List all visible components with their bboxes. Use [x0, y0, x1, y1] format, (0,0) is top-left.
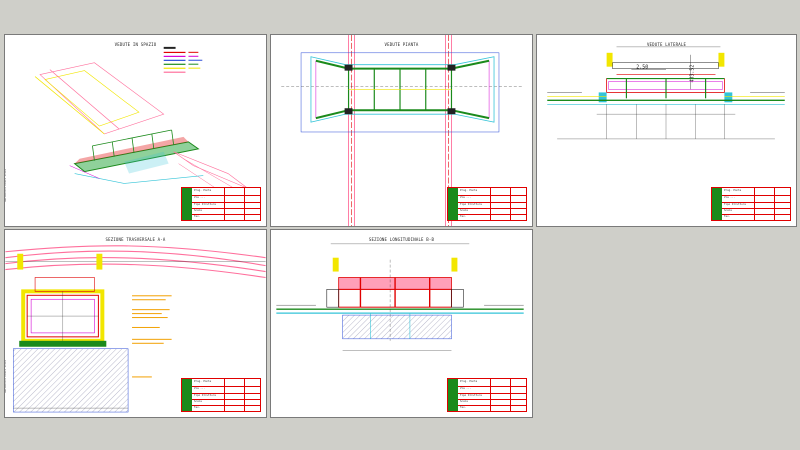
drawing-section-b [276, 243, 524, 351]
title-block: Prog. Ponte Via ... Tipo Struttura Scala… [181, 187, 261, 221]
tb-row3: Tipo Struttura [194, 394, 216, 397]
tb-row1: Prog. Ponte [194, 189, 212, 192]
tb-row2: Via ... [460, 387, 471, 390]
tb-row3: Tipo Struttura [724, 203, 746, 206]
tb-row5: Tav. [460, 215, 467, 218]
side-note: UNIVERSITA DEGLI STUDI [4, 359, 7, 393]
tb-row5: Tav. [194, 406, 201, 409]
tb-row3: Tipo Struttura [194, 203, 216, 206]
tb-row1: Prog. Ponte [460, 189, 478, 192]
sheet-title: SEZIONE TRASVERSALE A-A [105, 237, 166, 242]
tb-row4: Scala [724, 209, 732, 212]
tb-row2: Via ... [194, 196, 205, 199]
sheet-title: VEDUTE PIANTA [384, 42, 419, 47]
tb-row4: Scala [460, 209, 468, 212]
sheet-section-a[interactable]: SEZIONE TRASVERSALE A-A [4, 229, 267, 418]
tb-row2: Via ... [724, 196, 735, 199]
tb-row3: Tipo Struttura [460, 203, 482, 206]
sheet-lateral-view[interactable]: VEDUTE LATERALE 2.50 433.52 [536, 34, 797, 227]
tb-row2: Via ... [194, 387, 205, 390]
tb-row4: Scala [194, 209, 202, 212]
dimension-height: 433.52 [690, 65, 696, 83]
tb-row1: Prog. Ponte [460, 380, 478, 383]
dimension-width: 2.50 [636, 65, 648, 71]
side-note: UNIVERSITA DEGLI STUDI [4, 168, 7, 202]
drawing-lateral: 2.50 433.52 [547, 46, 785, 140]
sheet-section-b[interactable]: SEZIONE LONGITUDINALE B-B [270, 229, 533, 418]
tb-row1: Prog. Ponte [724, 189, 742, 192]
title-block: Prog. Ponte Via ... Tipo Struttura Scala… [181, 378, 261, 412]
drawing-plan [281, 35, 524, 226]
tb-row5: Tav. [724, 215, 731, 218]
tb-row5: Tav. [194, 215, 201, 218]
tb-row3: Tipo Struttura [460, 394, 482, 397]
title-block: Prog. Ponte Via ... Tipo Struttura Scala… [447, 187, 527, 221]
title-block: Prog. Ponte Via ... Tipo Struttura Scala… [447, 378, 527, 412]
drawing-3d-bridge [34, 46, 249, 199]
legend [163, 46, 203, 73]
sheet-title: VEDUTE LATERALE [646, 42, 687, 47]
tb-row2: Via ... [460, 196, 471, 199]
tb-row4: Scala [194, 400, 202, 403]
sheet-title: SEZIONE LONGITUDINALE B-B [368, 237, 435, 242]
sheet-plan-view[interactable]: VEDUTE PIANTA [270, 34, 533, 227]
drawing-section-a [5, 245, 266, 413]
tb-row5: Tav. [460, 406, 467, 409]
sheet-title: VEDUTE IN SPAZIO [114, 42, 157, 47]
tb-row4: Scala [460, 400, 468, 403]
title-block: Prog. Ponte Via ... Tipo Struttura Scala… [711, 187, 791, 221]
sheet-3d-view[interactable]: VEDUTE IN SPAZIO [4, 34, 267, 227]
tb-row1: Prog. Ponte [194, 380, 212, 383]
